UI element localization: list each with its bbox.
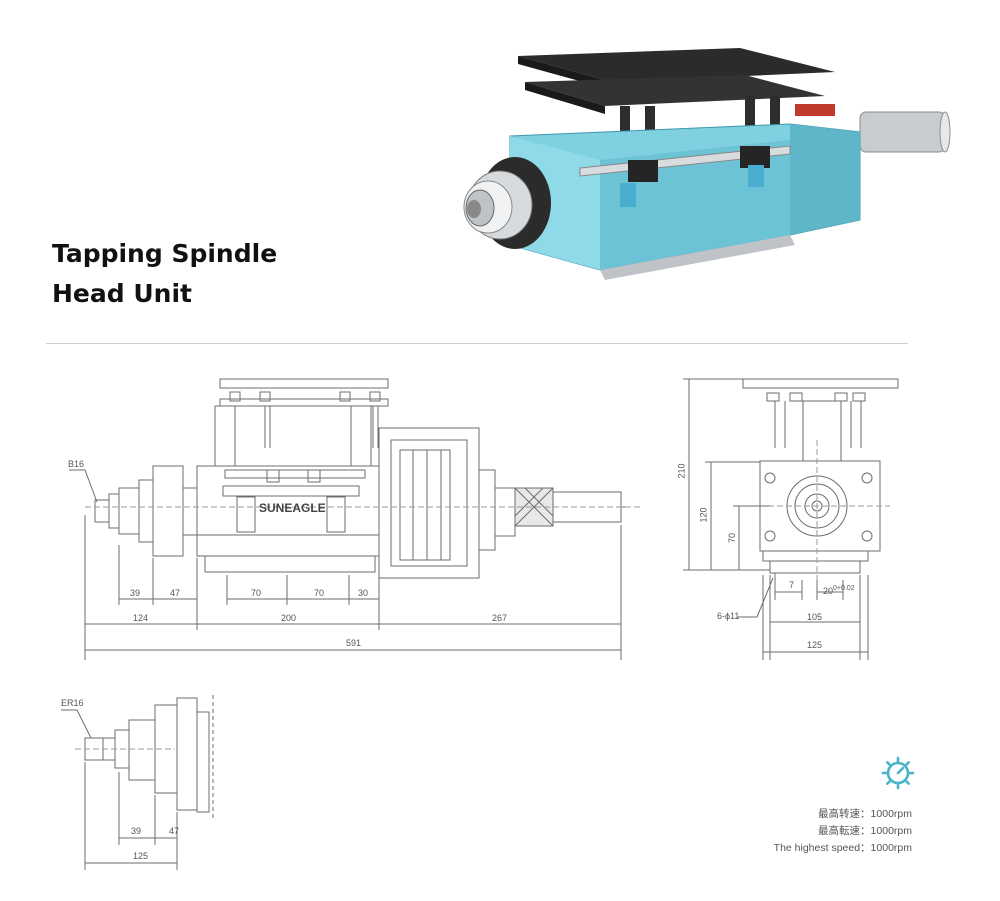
gear-gauge-icon [881,756,915,790]
dim-70-b: 70 [314,588,325,598]
alt-view-labels: ER16 39 47 125 [55,690,245,875]
spec-line-1: 最高转速：1000rpm [818,808,912,820]
section-divider [46,343,908,344]
dim-200: 200 [281,613,297,623]
alt-dim-125: 125 [133,851,149,861]
dim-20-tolerance: 0+0.02 [833,585,855,592]
dim-70-side: 70 [727,532,738,544]
dim-70-a: 70 [251,588,262,598]
title-line-2: Head Unit [52,279,192,308]
alt-dim-47: 47 [169,826,180,836]
dim-125-side: 125 [807,640,823,650]
dim-120: 120 [698,507,709,523]
dim-20-tol-top: +0.02 [836,585,855,592]
dim-20-tol-bottom: 0 [833,585,837,592]
spec-line-2: 最高転速：1000rpm [818,825,912,837]
dim-20: 200+0.02 [823,585,855,596]
alt-view-drawing [61,695,214,870]
dim-591: 591 [346,638,362,648]
hole-label: 6-ϕ11 [717,611,740,621]
dim-20-value: 20 [823,586,834,596]
dim-124: 124 [133,613,149,623]
dim-267: 267 [492,613,508,623]
dim-210: 210 [676,463,687,479]
dim-105: 105 [807,612,823,622]
collet-label-er16: ER16 [61,698,84,708]
page-title: Tapping Spindle Head Unit [52,234,277,314]
side-view-drawing [683,378,899,660]
product-render [463,48,951,280]
dim-7: 7 [789,580,795,590]
spec-line-3: The highest speed：1000rpm [773,842,912,854]
front-view-labels: B16 39 47 70 70 30 124 200 267 591 SUNEA… [55,370,655,665]
front-view-drawing [69,378,640,660]
dim-47: 47 [170,588,181,598]
dim-39: 39 [130,588,141,598]
collet-label-b16: B16 [68,459,85,469]
brand-text: SUNEAGLE [259,501,326,515]
title-line-1: Tapping Spindle [52,239,278,268]
side-view-labels: 210 120 70 7 200+0.02 6-ϕ11 105 125 [675,370,905,665]
alt-dim-39: 39 [131,826,142,836]
dim-30: 30 [358,588,369,598]
